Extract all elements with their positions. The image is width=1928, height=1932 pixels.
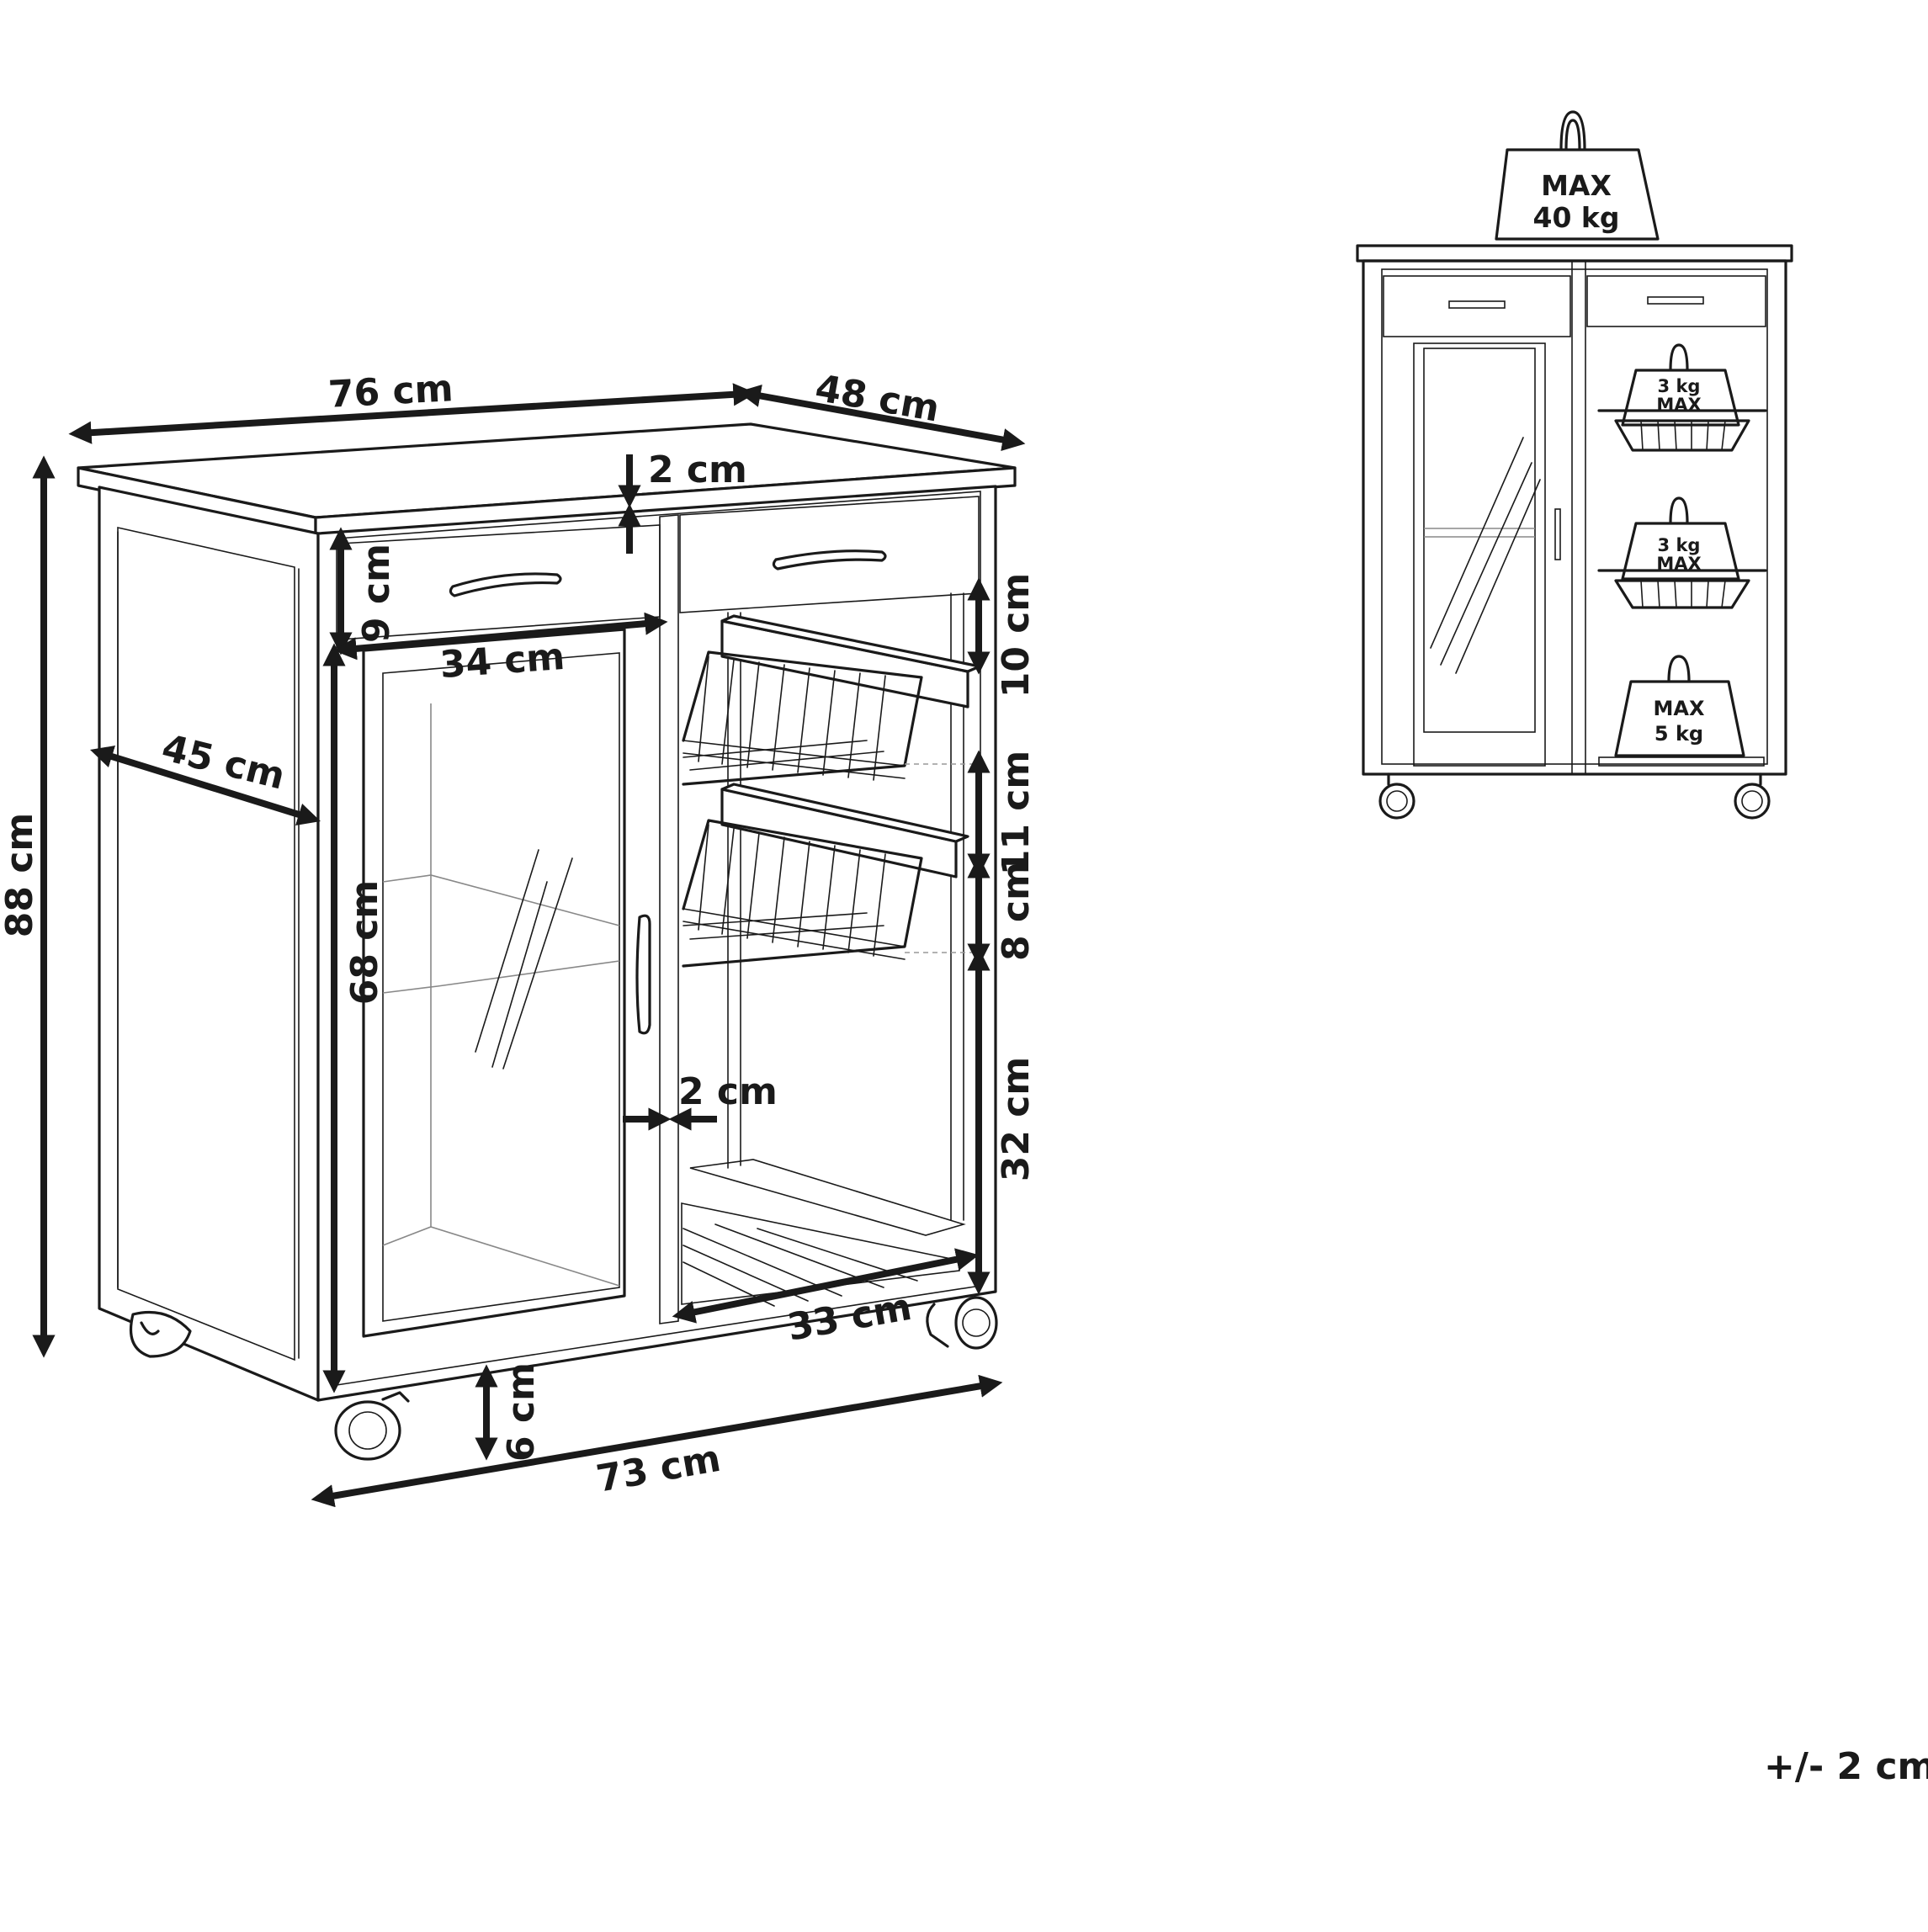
- left-drawer-handle: [449, 572, 562, 597]
- load-basket1-line1: 3 kg: [1658, 376, 1701, 396]
- cabinet-front-frame: [316, 485, 997, 1402]
- weight-icon-bottom: MAX 5 kg: [1614, 655, 1745, 757]
- cabinet-side-panel: [98, 486, 320, 1402]
- label-panel-thickness: 2 cm: [678, 1070, 778, 1113]
- load-top-line1: MAX: [1541, 169, 1612, 202]
- right-drawer-handle: [772, 549, 887, 571]
- tolerance-note: +/- 2 cm: [1764, 1745, 1928, 1788]
- label-drawer-height: 9 cm: [355, 544, 398, 643]
- door-handle: [635, 914, 651, 1035]
- cabinet-3d-view: [77, 422, 1017, 1461]
- label-gap-below-drawer: 10 cm: [995, 573, 1038, 698]
- wheel-front-left: [334, 1391, 410, 1461]
- load-bottom-line2: 5 kg: [1654, 722, 1703, 746]
- front-view-load-diagram: MAX 40 kg 3 kg MAX: [1356, 110, 1793, 820]
- label-wheel-height: 6 cm: [500, 1362, 543, 1462]
- dimension-lines: [32, 383, 1026, 1508]
- front-right-drawer: [1586, 275, 1766, 327]
- label-door-height: 68 cm: [343, 880, 386, 1005]
- label-bottom-shelf-gap: 32 cm: [995, 1057, 1038, 1181]
- label-top-thickness: 2 cm: [648, 448, 747, 491]
- label-door-width: 34 cm: [438, 635, 566, 687]
- label-basket-gap-lower: 8 cm: [995, 862, 1038, 961]
- weight-icon-basket-2: 3 kg MAX: [1621, 496, 1740, 581]
- lower-wire-basket: [682, 783, 969, 968]
- load-top-line2: 40 kg: [1533, 201, 1620, 234]
- label-basket-gap-upper: 11 cm: [995, 751, 1038, 875]
- dimension-labels: 76 cm 48 cm 2 cm 88 cm 9 cm 34 cm 45 cm …: [0, 367, 1038, 1501]
- label-height-total: 88 cm: [0, 813, 41, 937]
- front-basket-1: [1597, 409, 1767, 452]
- front-basket-2: [1597, 569, 1767, 609]
- front-wheel-left: [1378, 772, 1415, 820]
- front-glass-door: [1413, 342, 1546, 767]
- front-left-drawer: [1383, 275, 1571, 337]
- label-depth-top: 48 cm: [812, 367, 943, 431]
- weight-icon-basket-1: 3 kg MAX: [1621, 343, 1740, 427]
- wheel-rear-left: [129, 1310, 192, 1358]
- load-bottom-line1: MAX: [1654, 697, 1705, 720]
- weight-icon-top: MAX 40 kg: [1495, 110, 1660, 241]
- front-wheel-right: [1734, 772, 1771, 820]
- label-width-top: 76 cm: [327, 367, 454, 417]
- wheel-front-right: [926, 1296, 998, 1350]
- load-basket2-line1: 3 kg: [1658, 535, 1701, 555]
